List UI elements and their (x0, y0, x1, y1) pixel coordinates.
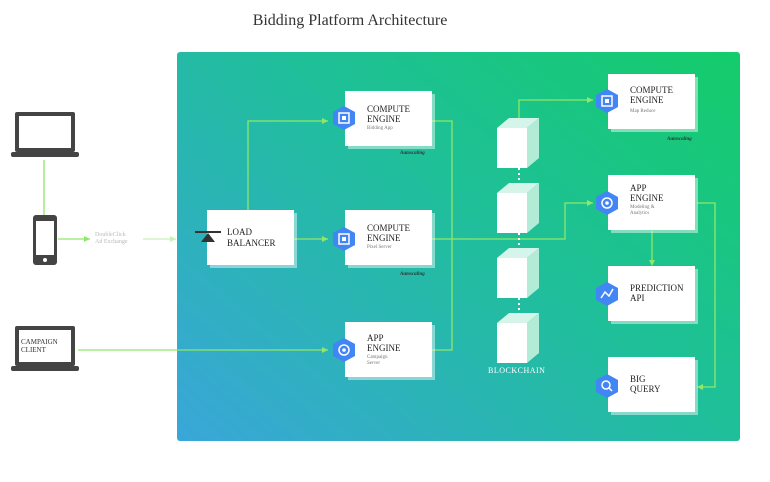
compute-engine-icon (333, 227, 355, 251)
compute-engine-pixel-subtitle: Pixel Server (367, 245, 392, 250)
load-balancer-icon (195, 231, 221, 242)
blockchain-stack (497, 118, 539, 363)
autoscaling-label-pixel: Autoscaling (400, 272, 425, 277)
blockchain-block (497, 118, 539, 168)
prediction-api-icon (596, 282, 618, 306)
app-engine-modeling-subtitle: Modeling &Analytics (630, 205, 655, 216)
bigquery-icon (596, 374, 618, 398)
diagram-title: Bidding Platform Architecture (252, 12, 448, 29)
blockchain-block (497, 248, 539, 298)
blockchain-block (497, 183, 539, 233)
autoscaling-label-bidding: Autoscaling (400, 151, 425, 156)
app-engine-icon (333, 338, 355, 362)
compute-engine-mapreduce-subtitle: Map Reduce (630, 109, 656, 114)
compute-engine-icon (596, 89, 618, 113)
compute-engine-bidding-subtitle: Bidding App (367, 126, 393, 131)
laptop-icon (11, 112, 79, 157)
autoscaling-label-mapreduce: Autoscaling (667, 137, 692, 142)
blockchain-block (497, 313, 539, 363)
campaign-client-monitor-icon (11, 326, 79, 371)
smartphone-icon (33, 215, 57, 265)
compute-engine-icon (333, 106, 355, 130)
blockchain-label: BLOCKCHAIN (488, 366, 546, 375)
app-engine-icon (596, 191, 618, 215)
